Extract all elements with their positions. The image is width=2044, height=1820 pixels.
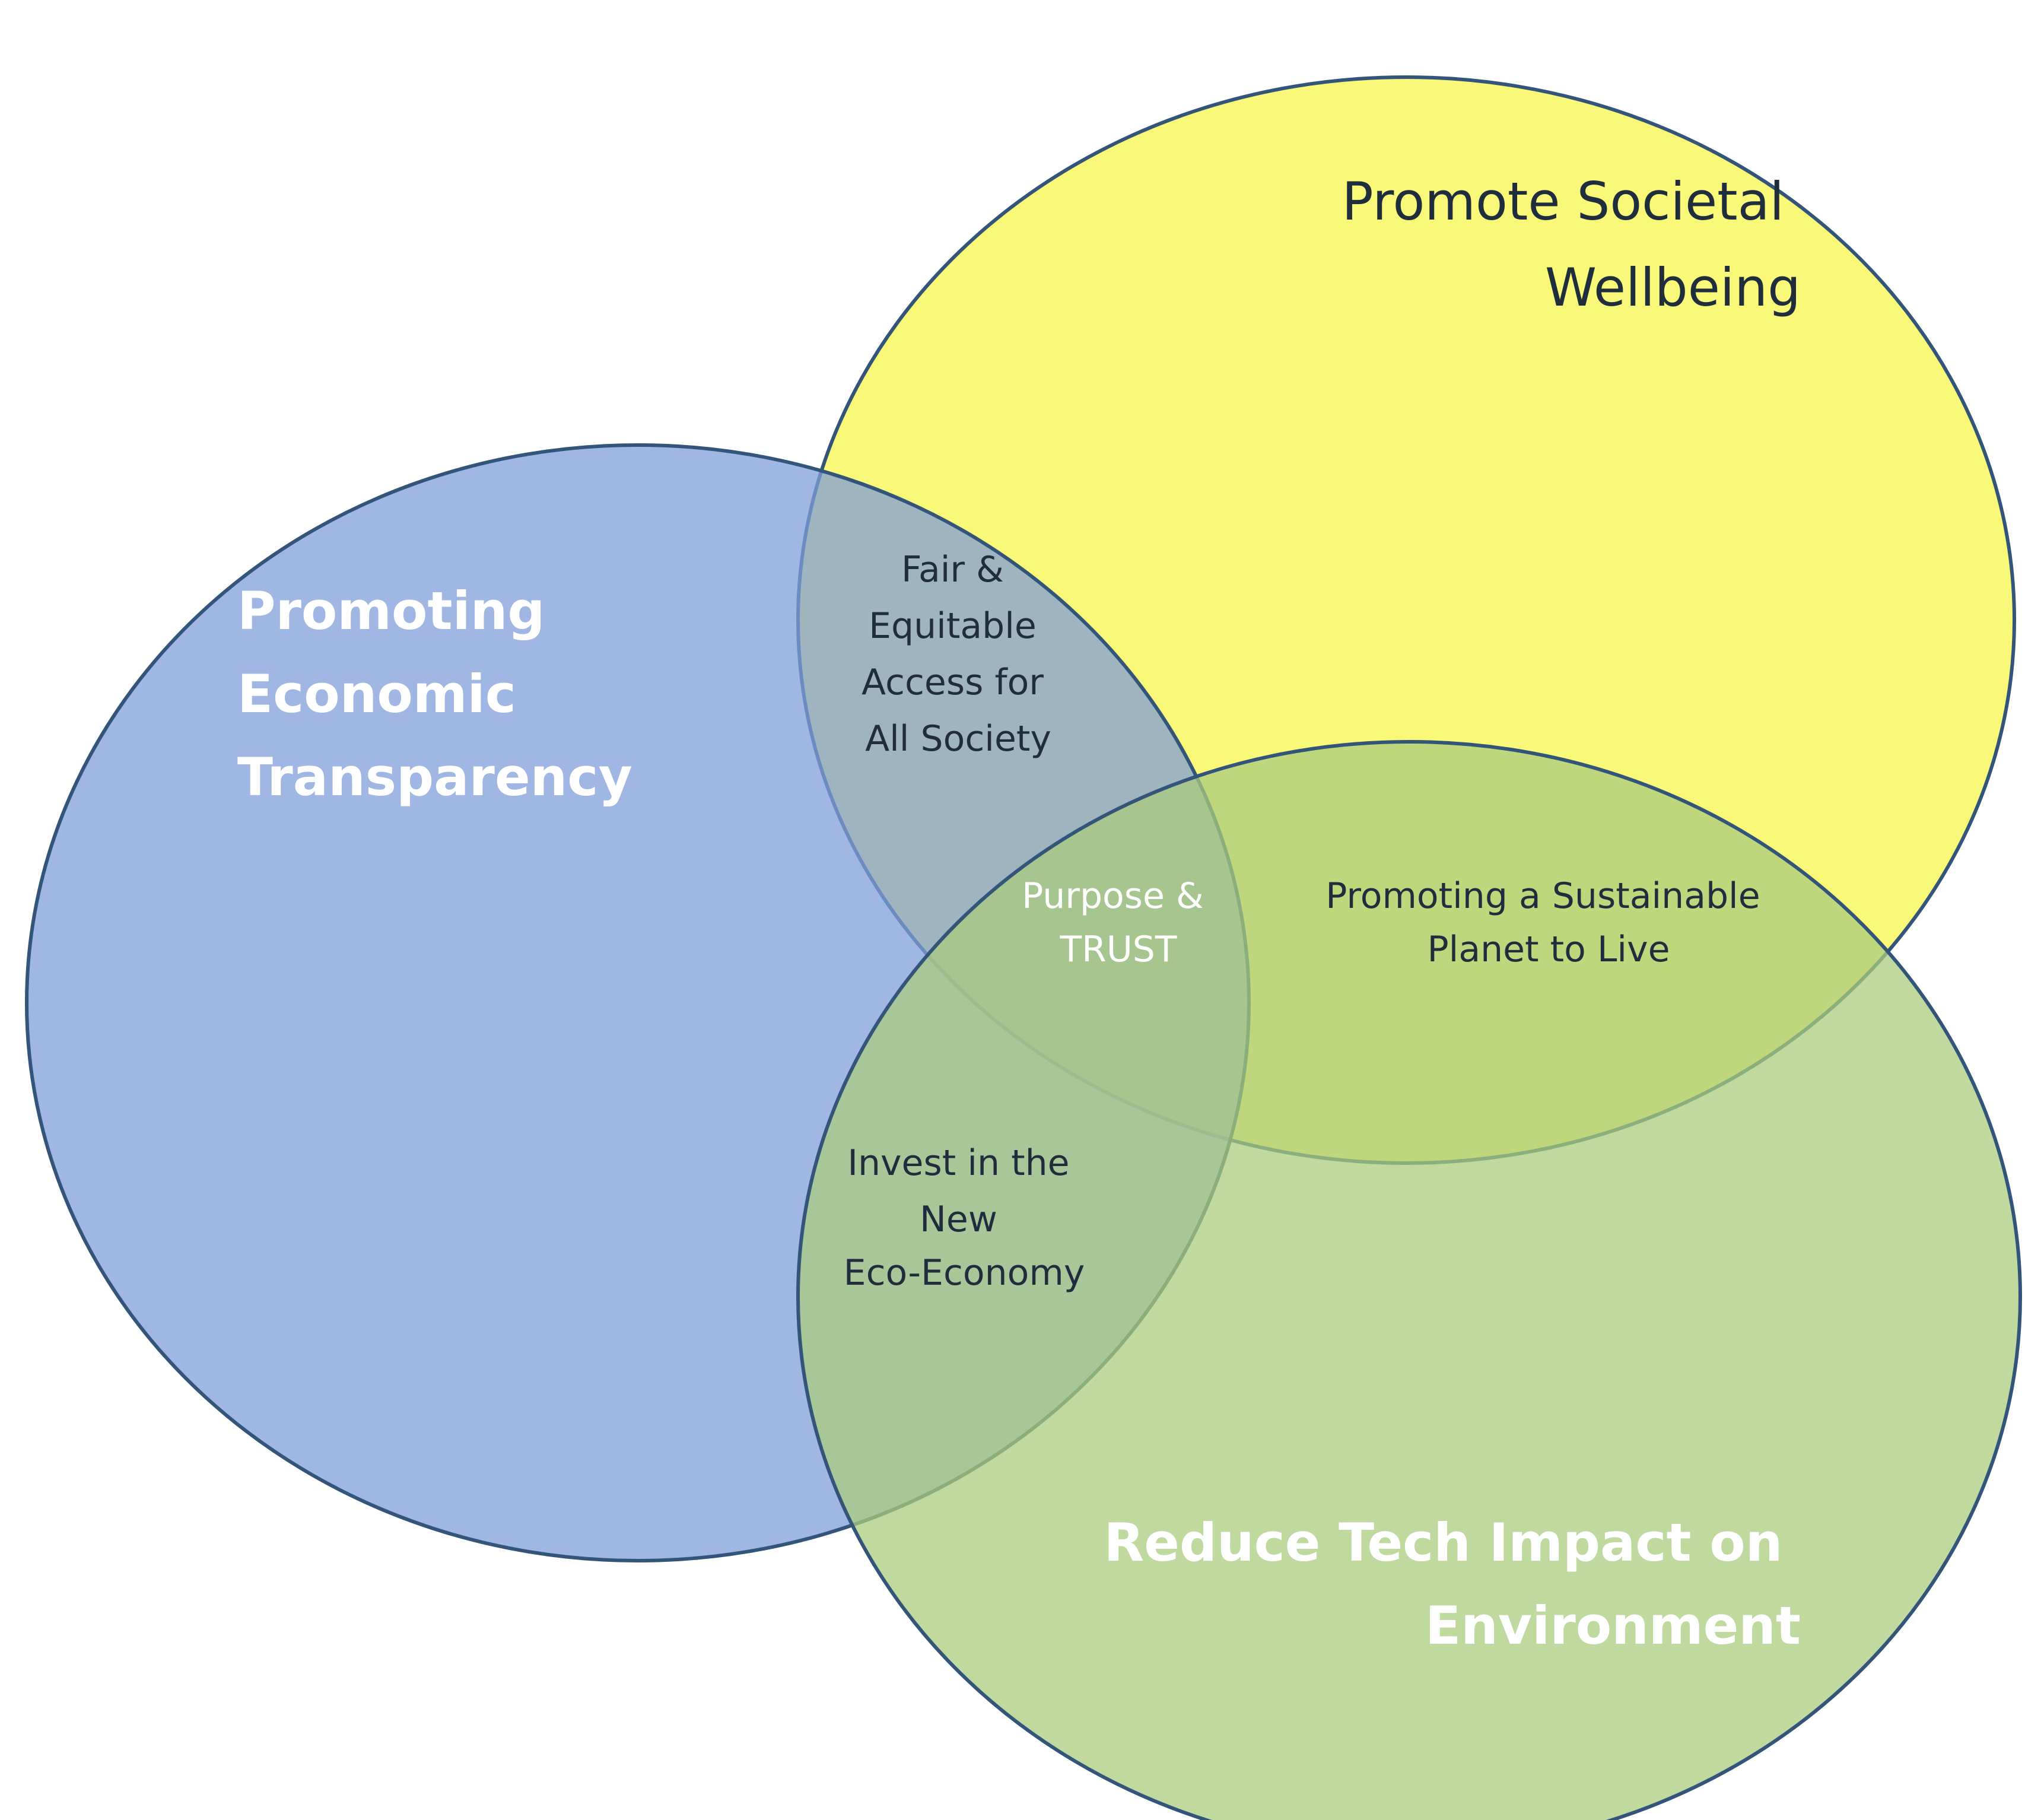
title-promoting-economic-transparency: Promoting Economic Transparency [237, 580, 632, 808]
circle-reduce-tech-impact [796, 740, 2022, 1820]
overlap-invest-eco-economy: Invest in the New Eco-Economy [844, 1142, 1085, 1294]
overlap-fair-equitable-access: Fair & Equitable Access for All Society [862, 549, 1055, 760]
title-promote-societal-wellbeing: Promote Societal Wellbeing [1342, 171, 1801, 318]
overlap-sustainable-planet: Promoting a Sustainable Planet to Live [1325, 875, 1771, 970]
center-purpose-trust: Purpose & TRUST [1022, 875, 1215, 970]
title-reduce-tech-impact-environment: Reduce Tech Impact on Environment [1104, 1512, 1801, 1656]
